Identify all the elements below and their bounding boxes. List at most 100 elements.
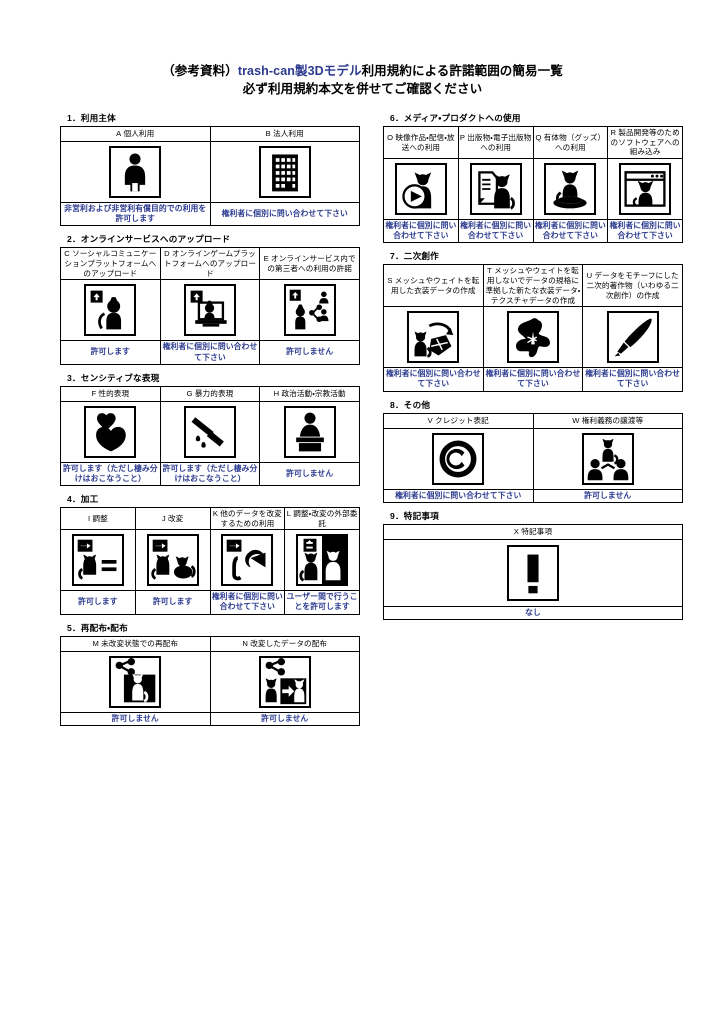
icon-cell-J bbox=[134, 529, 211, 592]
podium-icon bbox=[283, 405, 336, 458]
permission-I: 許可します bbox=[60, 590, 136, 615]
icon-row bbox=[383, 158, 683, 221]
icon-cell-O bbox=[383, 158, 459, 221]
icon-cell-Q bbox=[532, 158, 609, 221]
label-E: オンラインサービス内での第三者への利用の許諾 bbox=[267, 254, 356, 273]
cell-header-G: G 暴力的表現 bbox=[159, 385, 261, 402]
permission-Q: 権利者に個別に問い合わせて下さい bbox=[532, 219, 609, 244]
permission-X: なし bbox=[383, 605, 683, 620]
label-R: 製品開発等のためのソフトウェアへの組み込み bbox=[610, 128, 680, 157]
label-W: 権利義務の譲渡等 bbox=[581, 415, 644, 425]
new-costume-icon bbox=[506, 311, 559, 364]
code-C: C bbox=[64, 249, 70, 259]
code-U: U bbox=[586, 271, 593, 281]
copyright-icon bbox=[432, 432, 485, 485]
title-line-1: （参考資料）trash-can製3Dモデル利用規約による許諾範囲の簡易一覧 bbox=[0, 62, 725, 80]
cell-header-A: A 個人利用 bbox=[60, 126, 211, 142]
permission-U: 権利者に個別に問い合わせて下さい bbox=[582, 367, 683, 392]
section-5: 5．再配布・配布 M 未改変状態での再配布 N 改変したデータの配布 bbox=[60, 622, 372, 726]
icon-row bbox=[60, 279, 360, 342]
person-icon bbox=[109, 146, 162, 198]
cell-header-D: D オンラインゲームプラットフォームへのアップロード bbox=[159, 247, 261, 281]
section-6-heading: 6．メディア・プロダクトへの使用 bbox=[390, 113, 521, 123]
label-V: クレジット表記 bbox=[435, 415, 489, 425]
icon-cell-B bbox=[209, 141, 360, 203]
section-3: 3．センシティブな表現 F 性的表現 G 暴力的表現 H 政治活動・宗教活動 bbox=[60, 372, 372, 486]
hearts-icon bbox=[84, 405, 137, 458]
code-A: A bbox=[116, 129, 122, 139]
section-6-table: O 映像作品・配信・放送への利用 P 出版物・電子出版物への利用 Q 有体物（グ… bbox=[383, 125, 683, 244]
mesh-reuse-icon bbox=[407, 311, 460, 364]
section-7-heading: 7．二次創作 bbox=[390, 251, 439, 262]
permission-O: 権利者に個別に問い合わせて下さい bbox=[383, 219, 459, 244]
cell-header-M: M 未改変状態での再配布 bbox=[60, 635, 211, 652]
content-columns: 1．利用主体 A 個人利用 B 法人利用 bbox=[0, 112, 725, 733]
software-icon bbox=[619, 163, 672, 216]
code-D: D bbox=[164, 249, 170, 259]
label-J: 改変 bbox=[167, 513, 184, 523]
code-T: T bbox=[487, 266, 492, 276]
goods-icon bbox=[544, 163, 597, 216]
section-7: 7．二次創作 S メッシュやウェイトを転用した衣装データの作成 T メッシュやウ… bbox=[383, 250, 695, 392]
section-2-table: C ソーシャルコミュニケーションプラットフォームへのアップロード D オンライン… bbox=[60, 247, 360, 365]
icon-row bbox=[60, 400, 360, 463]
building-icon bbox=[258, 146, 311, 198]
code-I: I bbox=[87, 513, 91, 523]
icon-cell-R bbox=[607, 158, 683, 221]
section-5-heading: 5．再配布・配布 bbox=[67, 622, 128, 633]
cell-header-K: K 他のデータを改変するための利用 bbox=[209, 506, 286, 531]
label-I: 調整 bbox=[92, 513, 108, 523]
cell-header-H: H 政治活動・宗教活動 bbox=[259, 385, 360, 402]
icon-cell-V bbox=[383, 427, 534, 490]
cell-header-P: P 出版物・電子出版物への利用 bbox=[457, 125, 534, 160]
permission-H: 許可しません bbox=[259, 461, 360, 486]
label-N: 改変したデータの配布 bbox=[250, 638, 328, 648]
label-S: メッシュやウェイトを転用した衣装データの作成 bbox=[391, 276, 480, 295]
label-T: メッシュやウェイトを転用しないでデータの規格に準拠した新たな衣装データ・テクスチ… bbox=[485, 266, 581, 305]
icon-row bbox=[383, 427, 683, 490]
section-2-heading: 2．オンラインサービスへのアップロード bbox=[67, 234, 231, 245]
code-O: O bbox=[387, 132, 394, 142]
icon-cell-S bbox=[383, 306, 484, 369]
code-J: J bbox=[161, 513, 166, 523]
header-row: X 特記事項 bbox=[383, 523, 683, 540]
cell-header-S: S メッシュやウェイトを転用した衣装データの作成 bbox=[383, 264, 484, 308]
icon-cell-E bbox=[259, 279, 360, 342]
cell-header-T: T メッシュやウェイトを転用しないでデータの規格に準拠した新たな衣装データ・テク… bbox=[482, 264, 584, 308]
header-row: F 性的表現 G 暴力的表現 H 政治活動・宗教活動 bbox=[60, 385, 360, 402]
cell-header-Q: Q 有体物（グッズ）への利用 bbox=[532, 125, 609, 160]
permission-A: 非営利および非営利有償目的での利用を許可します bbox=[60, 201, 211, 227]
label-X: 特記事項 bbox=[521, 526, 553, 536]
label-H: 政治活動・宗教活動 bbox=[281, 388, 346, 398]
transfer-icon bbox=[581, 432, 634, 485]
section-4-table: I 調整 J 改変 K 他のデータを改変するための利用 L 調整・改変の外部委託 bbox=[60, 506, 360, 615]
code-H: H bbox=[273, 388, 280, 398]
label-B: 法人利用 bbox=[273, 129, 304, 139]
code-X: X bbox=[513, 526, 520, 536]
section-1: 1．利用主体 A 個人利用 B 法人利用 bbox=[60, 112, 372, 227]
code-W: W bbox=[572, 415, 580, 425]
permission-row: 許可します 許可します 権利者に個別に問い合わせて下さい ユーザー間で行うことを… bbox=[60, 590, 360, 615]
icon-cell-U bbox=[582, 306, 683, 369]
icon-cell-G bbox=[159, 400, 261, 463]
permission-P: 権利者に個別に問い合わせて下さい bbox=[457, 219, 534, 244]
section-8-heading: 8．その他 bbox=[390, 399, 431, 410]
upload-game-icon bbox=[183, 284, 236, 337]
permission-V: 権利者に個別に問い合わせて下さい bbox=[383, 488, 534, 503]
permission-row: 許可します 権利者に個別に問い合わせて下さい 許可しません bbox=[60, 340, 360, 365]
icon-cell-A bbox=[60, 141, 211, 203]
code-M: M bbox=[92, 638, 99, 648]
outsource-icon bbox=[296, 534, 349, 587]
icon-row bbox=[60, 650, 360, 713]
brush-icon bbox=[606, 311, 659, 364]
section-9-table: X 特記事項 なし bbox=[383, 523, 683, 620]
section-4-heading: 4．加工 bbox=[67, 493, 99, 504]
header-row: V クレジット表記 W 権利義務の譲渡等 bbox=[383, 412, 683, 429]
icon-row bbox=[60, 141, 360, 203]
cell-header-O: O 映像作品・配信・放送への利用 bbox=[383, 125, 459, 160]
permission-T: 権利者に個別に問い合わせて下さい bbox=[482, 367, 584, 392]
icon-cell-M bbox=[60, 650, 211, 713]
section-3-table: F 性的表現 G 暴力的表現 H 政治活動・宗教活動 bbox=[60, 385, 360, 486]
label-F: 性的表現 bbox=[98, 388, 130, 398]
